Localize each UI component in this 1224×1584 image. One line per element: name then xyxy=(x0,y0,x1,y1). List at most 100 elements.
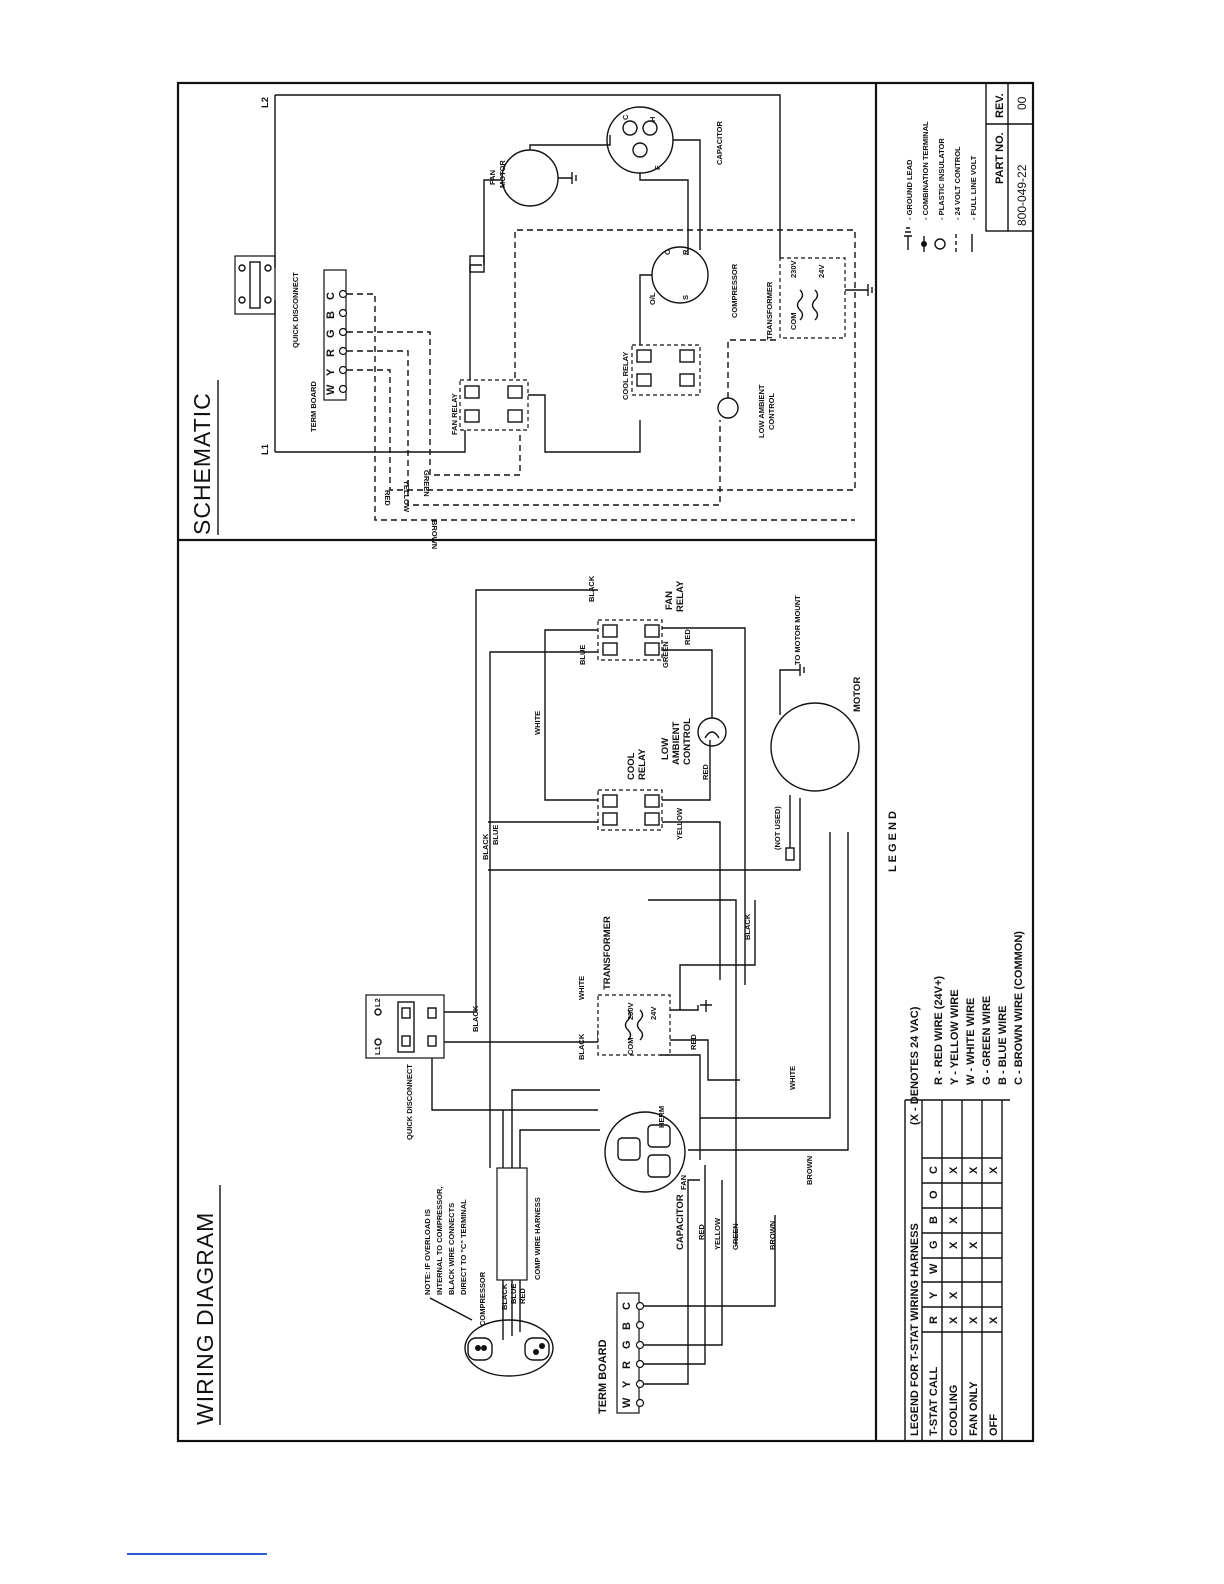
wiring-color-blue-fan: BLUE xyxy=(578,645,587,665)
wiring-cap-herm: HERM xyxy=(657,1106,666,1128)
schematic-low-ambient-label-1: LOW AMBIENT xyxy=(757,384,766,438)
wiring-term-board-label: TERM BOARD xyxy=(597,1339,609,1414)
harness-row-cooling: COOLING X X X X X xyxy=(948,1166,960,1436)
wiring-diagram-title: WIRING DIAGRAM xyxy=(192,1212,218,1425)
schematic: SCHEMATIC L1 L2 QUICK DISCONNECT W Y R G… xyxy=(189,94,873,549)
wiring-color-yellow-relay: YELLOW xyxy=(675,807,684,840)
part-number-block: PART NO. 800-049-22 REV. 00 xyxy=(985,82,1034,232)
symbol-key-item: - GROUND LEAD xyxy=(905,159,914,220)
harness-col-b: B xyxy=(928,1216,940,1224)
schematic-capacitor-label: CAPACITOR xyxy=(715,121,724,165)
schematic-terminal-y: Y xyxy=(325,368,337,376)
schematic-transformer: TRANSFORMER COM 230V 24V xyxy=(765,257,846,340)
wiring-quick-disconnect: L1 L2 QUICK DISCONNECT xyxy=(365,994,445,1140)
wiring-qd-l2: L2 xyxy=(373,998,382,1007)
wiring-cap-fan: FAN xyxy=(679,1175,688,1190)
schematic-color-yellow: YELLOW xyxy=(402,480,411,513)
wiring-fan-relay-label-2: RELAY xyxy=(675,580,686,612)
wiring-color-red-tr: RED xyxy=(689,1034,698,1050)
wiring-fan-relay: FAN RELAY xyxy=(597,580,686,661)
wiring-low-ambient: LOW AMBIENT CONTROL xyxy=(660,717,727,765)
harness-col-w: W xyxy=(928,1263,940,1274)
harness-table: LEGEND FOR T-STAT WIRING HARNESS (X - DE… xyxy=(904,1006,1010,1441)
schematic-transformer-24v: 24V xyxy=(817,265,826,278)
wiring-color-brown: BROWN xyxy=(768,1221,777,1250)
wiring-low-ambient-label-2: AMBIENT xyxy=(671,722,682,765)
wiring-color-black-tr: BLACK xyxy=(577,1033,586,1060)
symbol-key-item: - FULL LINE VOLT xyxy=(969,155,978,220)
harness-cell: X xyxy=(948,1316,960,1324)
wiring-color-black-mid: BLACK xyxy=(743,913,752,940)
wiring-cool-relay: COOL RELAY xyxy=(597,748,663,831)
wiring-qd-l1: L1 xyxy=(373,1046,382,1055)
wiring-capacitor-label: CAPACITOR xyxy=(675,1194,686,1250)
wire-key-item: G - GREEN WIRE xyxy=(981,996,993,1085)
wiring-color-black-comp: BLACK xyxy=(500,1283,509,1310)
harness-row-fan-only: FAN ONLY X X X xyxy=(968,1166,980,1436)
harness-cell: X xyxy=(948,1291,960,1299)
schematic-l1: L1 xyxy=(260,443,271,455)
wiring-note-line-1: NOTE: IF OVERLOAD IS xyxy=(423,1209,432,1295)
wiring-cool-relay-label-1: COOL xyxy=(626,752,637,780)
schematic-cap-h: H xyxy=(648,117,657,122)
part-no-value: 800-049-22 xyxy=(1015,164,1029,226)
schematic-comp-r: R xyxy=(681,249,690,255)
schematic-comp-s: S xyxy=(681,295,690,300)
schematic-fan-motor-label-1: FAN xyxy=(488,170,497,185)
wire-key-item: C - BROWN WIRE (COMMON) xyxy=(1013,931,1025,1085)
symbol-key-item: - PLASTIC INSULATOR xyxy=(937,138,946,220)
wiring-color-blue-relay: BLUE xyxy=(491,825,500,845)
schematic-cap-f: F xyxy=(653,165,662,170)
harness-col-call: T-STAT CALL xyxy=(928,1366,940,1436)
wire-key-item: R - RED WIRE (24V+) xyxy=(933,976,945,1085)
outer-border xyxy=(176,81,1035,1443)
harness-cell: X xyxy=(968,1166,980,1174)
wiring-transformer-label: TRANSFORMER xyxy=(602,916,613,990)
wire-key-item: B - BLUE WIRE xyxy=(997,1006,1009,1085)
schematic-terminal-w: W xyxy=(325,384,337,395)
part-no-label: PART NO. xyxy=(994,132,1006,184)
plastic-insulator-icon xyxy=(934,238,946,250)
harness-title: LEGEND FOR T-STAT WIRING HARNESS xyxy=(909,1223,921,1436)
wiring-quick-disconnect-label: QUICK DISCONNECT xyxy=(405,1064,414,1140)
schematic-fan-relay: FAN RELAY xyxy=(450,379,529,435)
symbol-key-item: - COMBINATION TERMINAL xyxy=(921,121,930,220)
wiring-diagram: WIRING DIAGRAM W Y R G B C TERM BOARD xyxy=(192,575,863,1425)
harness-cell: X xyxy=(988,1166,1000,1174)
harness-cell: X xyxy=(968,1241,980,1249)
schematic-compressor-label: COMPRESSOR xyxy=(730,263,739,318)
wiring-overload-note: NOTE: IF OVERLOAD IS INTERNAL TO COMPRES… xyxy=(423,1187,468,1295)
wiring-terminal-y: Y xyxy=(621,1380,633,1388)
wiring-terminal-list: W Y R G B C xyxy=(621,1302,633,1408)
wiring-transformer-24v: 24V xyxy=(649,1007,658,1020)
schematic-color-green: GREEN xyxy=(422,470,431,497)
footer-link-underline[interactable] xyxy=(127,1553,267,1555)
schematic-overload-label: O/L xyxy=(648,292,657,305)
schematic-term-board-label: TERM BOARD xyxy=(309,381,318,432)
wiring-color-white-relay: WHITE xyxy=(533,711,542,735)
wiring-low-ambient-label-1: LOW xyxy=(660,738,671,760)
wiring-motor-mount-label: TO MOTOR MOUNT xyxy=(793,595,802,665)
harness-col-y: Y xyxy=(928,1291,940,1299)
wiring-note-line-2: INTERNAL TO COMPRESSOR, xyxy=(435,1187,444,1295)
wiring-color-white-motor: WHITE xyxy=(788,1066,797,1090)
harness-cell: X xyxy=(948,1241,960,1249)
ground-lead-icon xyxy=(904,227,912,250)
wiring-comp-harness: COMP WIRE HARNESS xyxy=(496,1167,542,1281)
harness-cell: X xyxy=(948,1216,960,1224)
schematic-cool-relay-label: COOL RELAY xyxy=(621,352,630,400)
wiring-term-board: W Y R G B C TERM BOARD xyxy=(597,1292,645,1414)
wiring-terminal-w: W xyxy=(621,1397,633,1408)
rev-value: 00 xyxy=(1015,96,1029,110)
harness-cell: X xyxy=(968,1316,980,1324)
schematic-quick-disconnect: QUICK DISCONNECT xyxy=(234,255,300,348)
wiring-transformer-com: COM xyxy=(626,1038,635,1056)
harness-col-c: C xyxy=(928,1166,940,1174)
harness-row-label: OFF xyxy=(988,1414,1000,1436)
schematic-transformer-label: TRANSFORMER xyxy=(765,281,774,340)
harness-col-g: G xyxy=(928,1240,940,1249)
wiring-cool-relay-label-2: RELAY xyxy=(637,748,648,780)
wiring-transformer: TRANSFORMER COM 230V 24V xyxy=(597,916,671,1056)
wiring-fan-relay-label-1: FAN xyxy=(664,591,675,610)
wiring-color-black-relay: BLACK xyxy=(481,833,490,860)
